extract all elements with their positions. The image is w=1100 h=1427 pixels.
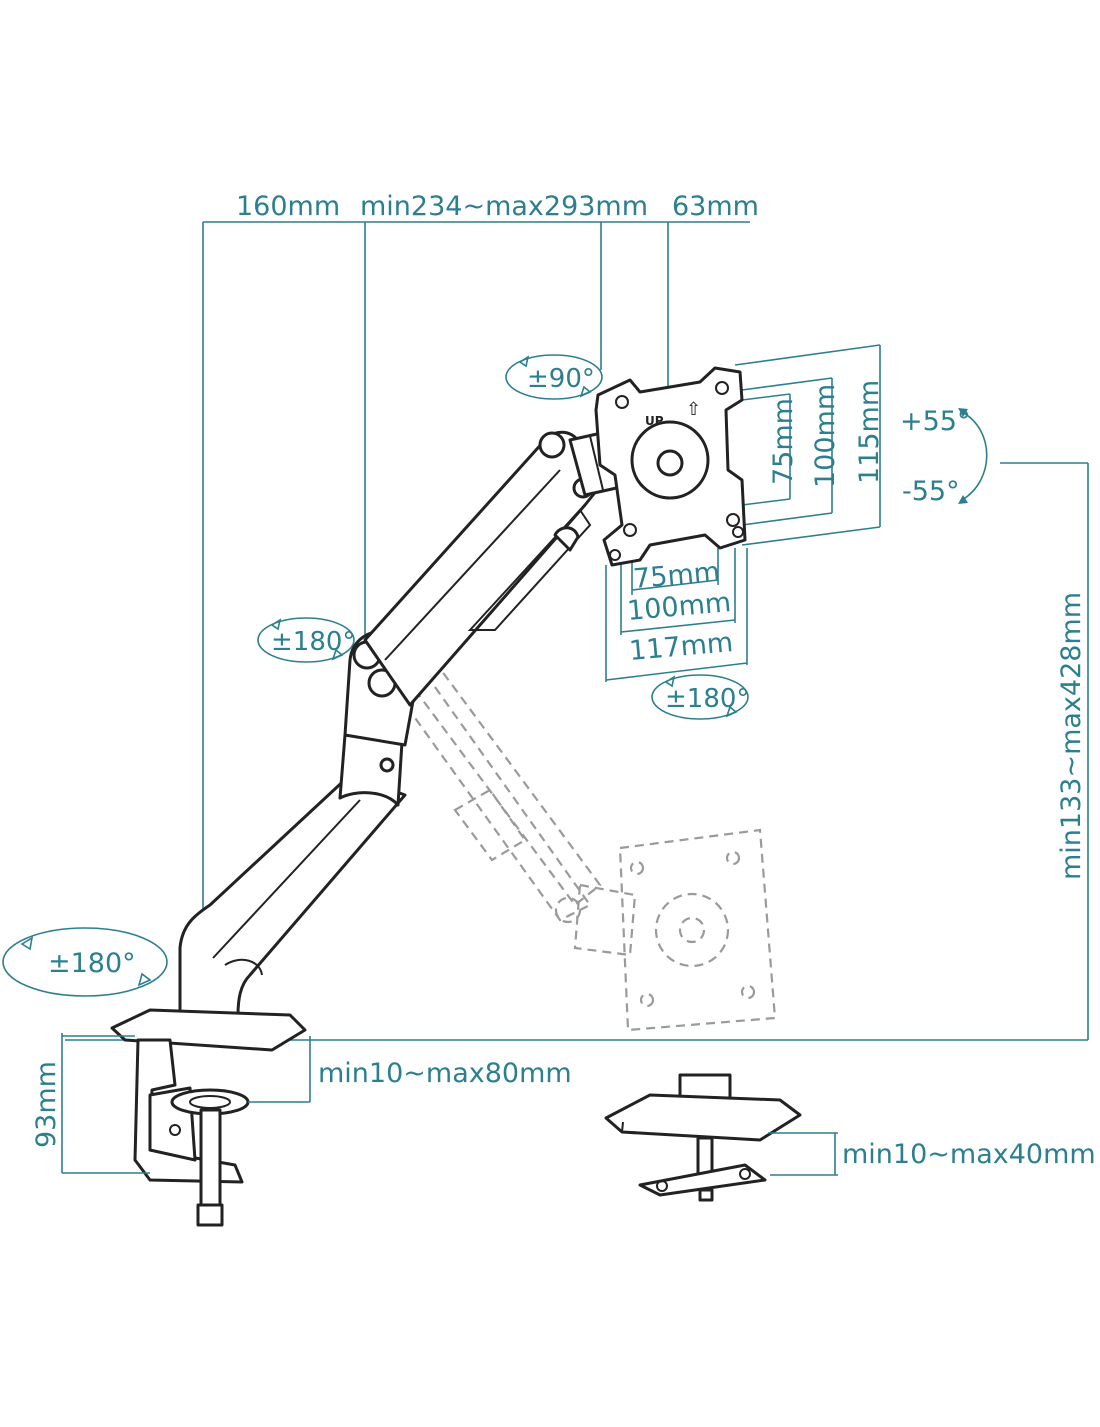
monitor-arm-line-art [178, 428, 632, 1017]
vesa-height-75-label: 75mm [768, 398, 799, 485]
vesa-height-lines [734, 344, 881, 546]
clamp-height-label: 93mm [31, 1061, 62, 1148]
elbow-swivel-label: ±180° [271, 627, 355, 657]
vesa-offset-label: 63mm [672, 191, 759, 222]
grommet-dimension-lines [768, 1132, 838, 1176]
grommet-range-label: min10~max40mm [842, 1139, 1096, 1170]
head-swivel-indicator [505, 354, 603, 400]
vesa-width-lines [605, 548, 748, 682]
plate-up-arrow-icon: ⇧ [686, 399, 701, 420]
tilt-indicator [958, 408, 988, 504]
base-swivel-label: ±180° [48, 948, 136, 979]
arm-reach-label: min234~max293mm [360, 191, 648, 222]
head-swivel-label: ±90° [527, 364, 595, 394]
vesa-height-100-label: 100mm [810, 384, 841, 488]
vesa-width-75-label: 75mm [632, 557, 721, 595]
grommet-mount [604, 1073, 802, 1202]
clamp-range-label: min10~max80mm [318, 1058, 572, 1089]
desk-clamp [110, 1008, 307, 1227]
vesa-height-115-label: 115mm [854, 380, 885, 484]
panel-rotation-label: ±180° [665, 684, 749, 714]
panel-rotation-indicator [651, 674, 749, 720]
arm-base-offset-label: 160mm [236, 191, 340, 222]
plate-up-text: UP [645, 414, 664, 428]
elbow-swivel-indicator [257, 617, 355, 663]
tilt-up-label: +55° [900, 406, 970, 437]
clamp-dimension-lines [61, 1033, 311, 1174]
vesa-width-117-label: 117mm [628, 627, 734, 667]
vesa-plate [594, 366, 747, 567]
top-dimension-lines [202, 221, 750, 1025]
base-swivel-indicator [2, 927, 168, 997]
tilt-down-label: -55° [902, 476, 960, 507]
height-range-label: min133~max428mm [1056, 592, 1087, 880]
ghost-lowered-arm [376, 626, 777, 1032]
